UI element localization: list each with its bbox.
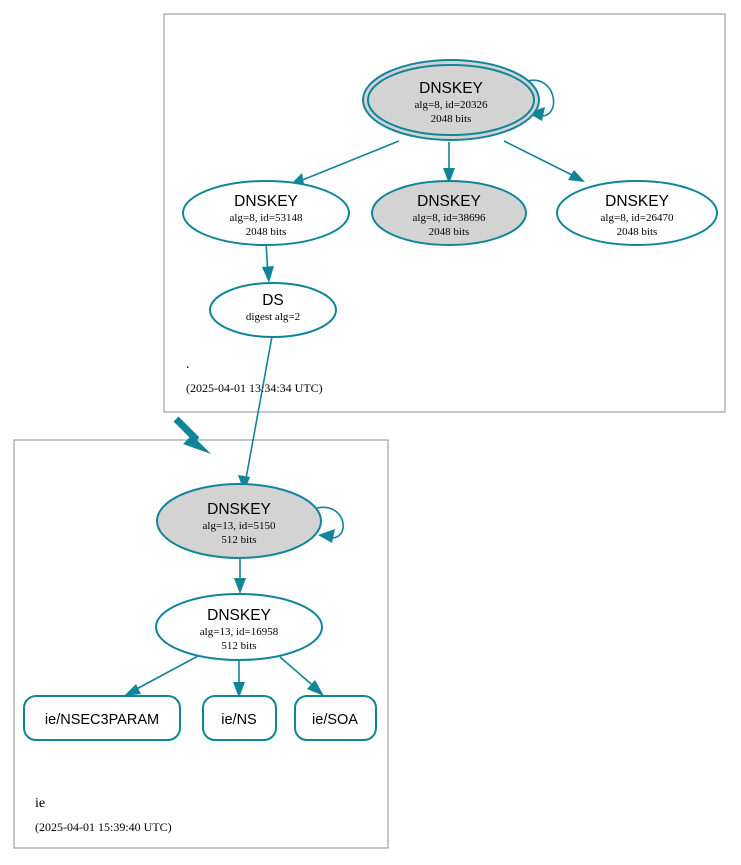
edge-root-ksk-to-zsk26470	[503, 140, 585, 182]
edge-ie-zsk-to-soa	[279, 656, 324, 696]
edge-ie-zsk-to-nsec3param	[124, 655, 199, 696]
edge-root-zsk53148-to-ds	[262, 242, 274, 283]
edge-ie-ksk-self-loop	[316, 506, 344, 543]
edge-ie-zsk-to-ns	[233, 659, 245, 698]
rrset-label: ie/NS	[221, 712, 256, 728]
node-ie-ksk-dnskey-5150[interactable]: DNSKEY alg=13, id=5150 512 bits	[156, 483, 322, 559]
node-detail-alg-id: alg=8, id=53148	[230, 212, 303, 224]
node-ie-dnskey-16958[interactable]: DNSKEY alg=13, id=16958 512 bits	[155, 593, 323, 661]
zone-timestamp-ie: (2025-04-01 15:39:40 UTC)	[35, 820, 172, 834]
zone-timestamp-root: (2025-04-01 13:34:34 UTC)	[186, 381, 323, 395]
zone-box-root	[163, 13, 726, 413]
node-title: DNSKEY	[417, 193, 481, 210]
zone-box-ie	[13, 439, 389, 849]
node-title: DS	[262, 292, 284, 309]
node-root-ds[interactable]: DS digest alg=2	[209, 282, 337, 338]
node-detail-keysize: 512 bits	[221, 534, 256, 546]
node-root-dnskey-53148[interactable]: DNSKEY alg=8, id=53148 2048 bits	[182, 180, 350, 246]
node-detail-alg-id: alg=8, id=26470	[601, 212, 674, 224]
node-detail-alg-id: alg=13, id=16958	[200, 626, 279, 638]
node-detail-keysize: 2048 bits	[246, 226, 287, 238]
node-detail-keysize: 2048 bits	[617, 226, 658, 238]
node-detail-keysize: 2048 bits	[429, 226, 470, 238]
edge-root-ksk-to-zsk53148	[290, 140, 400, 190]
edge-root-ksk-to-zsk38696	[443, 142, 455, 184]
edge-root-ksk-self-loop	[526, 79, 555, 121]
node-title: DNSKEY	[419, 80, 483, 97]
rrset-label: ie/NSEC3PARAM	[45, 712, 159, 728]
rrset-ie-nsec3param[interactable]: ie/NSEC3PARAM	[23, 695, 181, 741]
node-title: DNSKEY	[605, 193, 669, 210]
node-title: DNSKEY	[207, 607, 271, 624]
node-detail-keysize: 512 bits	[221, 640, 256, 652]
node-title: DNSKEY	[234, 193, 298, 210]
node-title: DNSKEY	[207, 501, 271, 518]
node-root-ksk-dnskey-20326[interactable]: DNSKEY alg=8, id=20326 2048 bits	[362, 59, 540, 141]
edge-zone-delegation-root-to-ie	[173, 416, 211, 454]
rrset-ie-soa[interactable]: ie/SOA	[294, 695, 377, 741]
node-detail-alg-id: alg=8, id=20326	[415, 99, 488, 111]
node-detail-digest-alg: digest alg=2	[246, 311, 300, 323]
node-detail-keysize: 2048 bits	[431, 113, 472, 125]
zone-label-root: .	[186, 357, 190, 372]
node-root-dnskey-38696[interactable]: DNSKEY alg=8, id=38696 2048 bits	[371, 180, 527, 246]
node-root-dnskey-26470[interactable]: DNSKEY alg=8, id=26470 2048 bits	[556, 180, 718, 246]
node-detail-alg-id: alg=13, id=5150	[203, 520, 276, 532]
zone-label-ie: ie	[35, 796, 45, 811]
rrset-ie-ns[interactable]: ie/NS	[202, 695, 277, 741]
node-detail-alg-id: alg=8, id=38696	[413, 212, 486, 224]
rrset-label: ie/SOA	[312, 712, 358, 728]
